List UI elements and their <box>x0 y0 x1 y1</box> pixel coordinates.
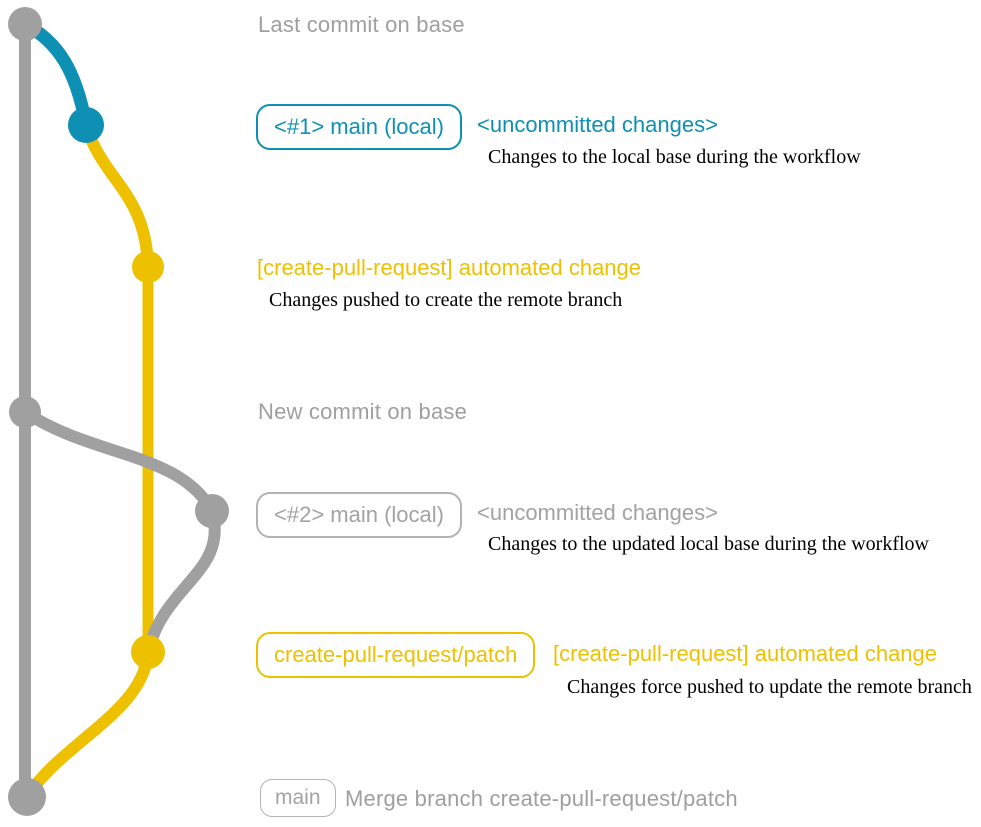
commit-node-last-commit-on-base <box>8 7 42 41</box>
note-new-commit-on-base: New commit on base <box>258 399 468 424</box>
commit-title-automated-change-1: [create-pull-request] automated change <box>257 255 642 280</box>
branch-label-main-local-1: <#1> main (local) <box>256 104 462 150</box>
commit-desc-uncommitted-1: Changes to the local base during the wor… <box>488 146 861 168</box>
branch-label-main-local-2: <#2> main (local) <box>256 492 462 538</box>
commit-node-patch-2 <box>131 635 165 669</box>
commit-title-automated-change-2: [create-pull-request] automated change <box>553 641 938 666</box>
rebase-curve-to-local-main-2 <box>21 407 218 515</box>
git-graph <box>8 7 229 816</box>
commit-node-local-main-2 <box>195 494 229 528</box>
commit-node-merge <box>8 778 46 816</box>
patch-branch-fork-curve <box>80 123 154 268</box>
patch-merge-curve <box>21 651 154 801</box>
commit-title-uncommitted-1: <uncommitted changes> <box>477 112 718 137</box>
curve-local-main-2-to-patch <box>142 509 221 654</box>
commit-node-local-main-1 <box>68 107 104 143</box>
commit-node-patch-1 <box>132 251 164 283</box>
commit-desc-automated-change-1: Changes pushed to create the remote bran… <box>269 289 623 311</box>
commit-desc-automated-change-2: Changes force pushed to update the remot… <box>567 676 972 698</box>
merge-commit-message: Merge branch create-pull-request/patch <box>345 786 738 811</box>
note-last-commit-on-base: Last commit on base <box>258 12 465 37</box>
branch-label-main: main <box>260 779 336 817</box>
commit-node-new-commit-on-base <box>9 396 41 428</box>
commit-desc-uncommitted-2: Changes to the updated local base during… <box>488 533 929 555</box>
branch-label-patch: create-pull-request/patch <box>256 632 536 678</box>
commit-title-uncommitted-2: <uncommitted changes> <box>477 500 718 525</box>
